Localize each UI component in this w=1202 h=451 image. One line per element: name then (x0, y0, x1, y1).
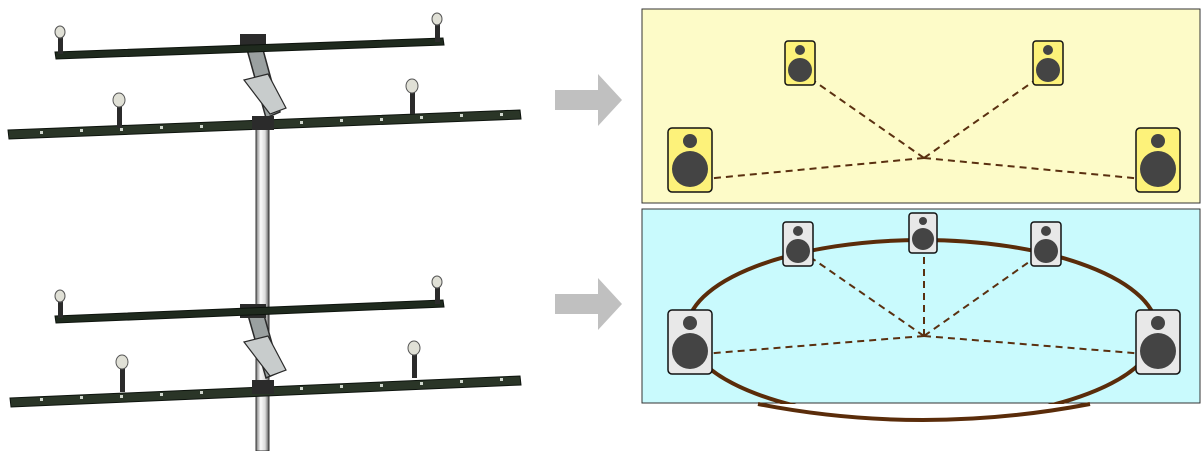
lower-rig-assembly (9, 275, 522, 408)
sound-path-lines (689, 240, 1159, 356)
rig-bar-markings (40, 378, 503, 401)
speaker-icon (667, 309, 713, 375)
speaker-icon (784, 40, 816, 86)
upper-rig-assembly (7, 12, 522, 140)
microphone-icon (407, 340, 421, 378)
rig-bar-top-upper (54, 37, 445, 60)
speaker-icon (1135, 309, 1181, 375)
rig-bar-top-lower (54, 299, 445, 324)
microphone-icon (112, 92, 126, 128)
speaker-icon (782, 221, 814, 267)
speaker-icon (908, 212, 938, 254)
rig-bar-markings (40, 113, 503, 134)
microphone-icon (405, 78, 419, 114)
rig-pole (255, 117, 270, 451)
arrow-to-bottom-panel-icon (555, 278, 622, 330)
microphone-array-rig (7, 12, 522, 451)
microphone-icon (54, 289, 66, 318)
microphone-icon (431, 12, 443, 42)
speaker-icon (1135, 127, 1181, 193)
speaker-icon (667, 127, 713, 193)
microphone-icon (115, 354, 129, 392)
speaker-icon (1030, 221, 1062, 267)
sound-path-lines (693, 73, 1155, 181)
microphone-icon (431, 275, 443, 304)
arrow-to-top-panel-icon (555, 74, 622, 126)
speaker-icon (1032, 40, 1064, 86)
microphone-icon (54, 25, 66, 54)
top-layout-panel (641, 8, 1201, 204)
bottom-layout-panel (641, 208, 1201, 451)
